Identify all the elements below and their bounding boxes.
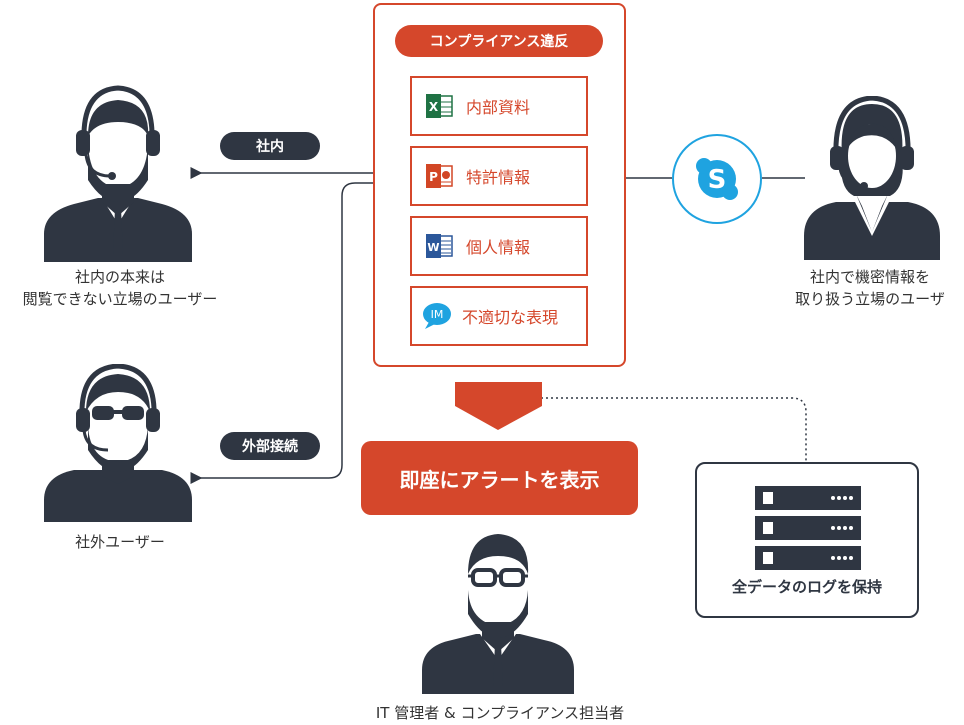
log-box-title: 全データのログを保持: [731, 578, 882, 596]
skype-icon-text: S: [708, 165, 727, 195]
excel-icon: X: [412, 93, 466, 119]
doc-item-label: 不適切な表現: [462, 308, 559, 327]
external-pill: 外部接続: [220, 432, 320, 460]
caption-line: 社内で機密情報を取り扱う立場のユーザ: [795, 268, 945, 308]
log-storage-box: 全データのログを保持: [695, 462, 919, 618]
insider-caption: 社内で機密情報を取り扱う立場のユーザ: [770, 266, 964, 310]
insider-avatar: [802, 95, 942, 266]
internal-user-avatar: [38, 84, 198, 268]
internal-pill: 社内: [220, 132, 320, 160]
doc-item-personal: W 個人情報: [410, 216, 588, 276]
doc-item-internal: X 内部資料: [410, 76, 588, 136]
svg-text:X: X: [429, 100, 439, 114]
im-icon: IM: [412, 302, 462, 330]
admin-caption: IT 管理者 & コンプライアンス担当者: [375, 704, 625, 722]
dotted-line-to-log: [541, 397, 807, 462]
alert-button: 即座にアラートを表示: [361, 441, 638, 515]
compliance-title: コンプライアンス違反: [395, 25, 603, 57]
im-icon-text: IM: [431, 308, 444, 321]
word-icon: W: [412, 233, 466, 259]
admin-avatar: [418, 530, 578, 700]
doc-item-inappropriate: IM 不適切な表現: [410, 286, 588, 346]
powerpoint-icon: P: [412, 163, 466, 189]
doc-item-label: 個人情報: [466, 238, 531, 257]
svg-text:W: W: [427, 241, 439, 254]
doc-item-label: 内部資料: [466, 98, 531, 117]
arrow-to-external-user: [190, 182, 373, 484]
doc-item-patent: P 特許情報: [410, 146, 588, 206]
doc-item-label: 特許情報: [466, 168, 531, 187]
down-arrow: [455, 382, 542, 430]
external-user-caption: 社外ユーザー: [75, 533, 165, 551]
server-icon: [755, 486, 861, 574]
external-user-avatar: [38, 363, 198, 528]
caption-line: 社内の本来は閲覧できない立場のユーザー: [22, 268, 218, 308]
svg-text:P: P: [429, 170, 438, 184]
skype-icon: S: [671, 133, 763, 229]
internal-user-caption: 社内の本来は閲覧できない立場のユーザー: [0, 266, 240, 310]
